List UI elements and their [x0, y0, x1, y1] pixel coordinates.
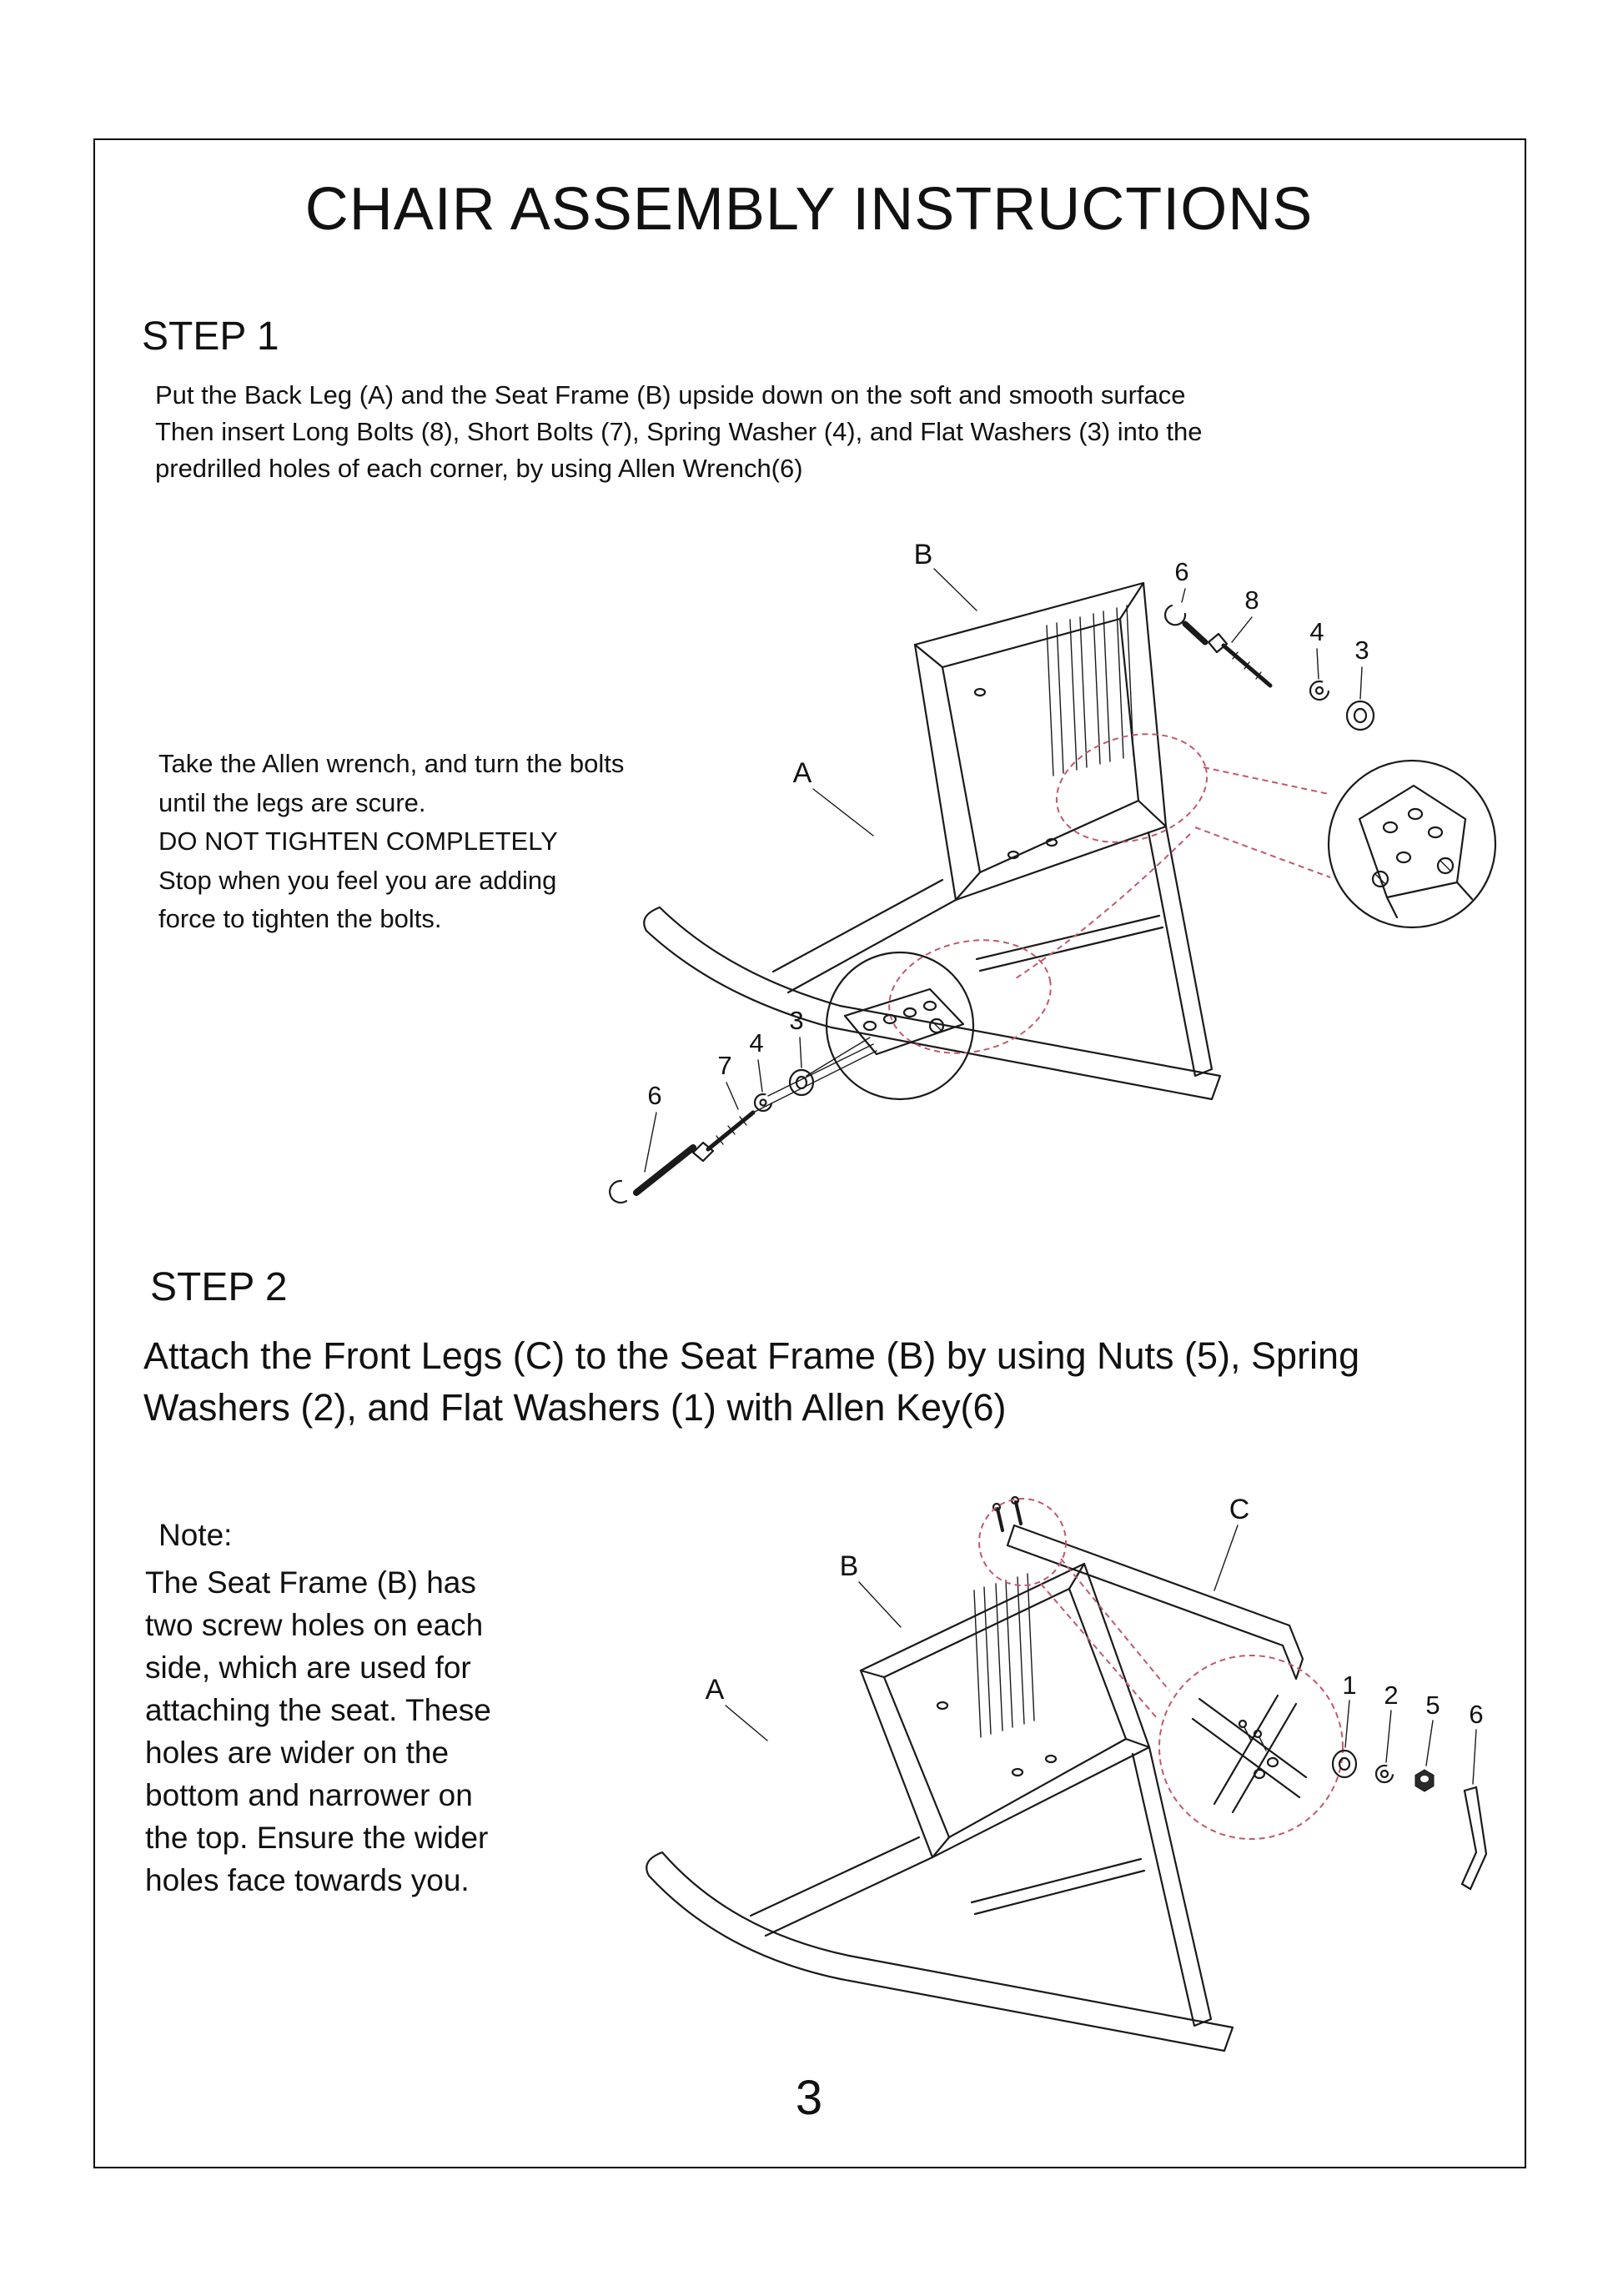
step1-label-spring-washer-bottom-4: 4 — [749, 1028, 763, 1058]
step2-instructions: Attach the Front Legs (C) to the Seat Fr… — [143, 1334, 1360, 1429]
step1-label-long-bolt-8: 8 — [1244, 585, 1259, 615]
allen-wrench-bottom-icon — [609, 1144, 696, 1203]
step1-label-short-bolt-7: 7 — [717, 1051, 731, 1080]
spring-washer-icon — [1374, 1764, 1395, 1784]
flat-washer-top-icon — [1345, 700, 1375, 731]
step2-label-allen-key-6: 6 — [1469, 1700, 1483, 1729]
step2-diagram: C B A 1 2 5 6 — [646, 1494, 1488, 2052]
short-bolt-icon — [691, 1110, 756, 1163]
step1-detail-circle-bottom — [825, 951, 975, 1101]
step1-instructions: Put the Back Leg (A) and the Seat Frame … — [155, 380, 1203, 484]
step1-side-note: Take the Allen wrench, and turn the bolt… — [158, 749, 625, 933]
step2-heading: STEP 2 — [150, 1265, 288, 1309]
step2-label-flat-washer-1: 1 — [1342, 1671, 1356, 1700]
step2-callout-marks — [978, 1498, 1344, 1840]
step1-diagram: B 6 8 4 3 A 3 4 7 6 — [609, 539, 1497, 1203]
page-number: 3 — [795, 2071, 823, 2125]
page-title: CHAIR ASSEMBLY INSTRUCTIONS — [304, 176, 1314, 243]
step2-note-heading: Note: — [158, 1518, 233, 1552]
step2-chair-drawing — [646, 1495, 1304, 2052]
allen-wrench-top-icon — [1163, 604, 1208, 646]
label-leader-lines — [644, 568, 1363, 1173]
page-border — [93, 138, 1526, 2168]
step2-label-nut-5: 5 — [1425, 1691, 1440, 1720]
step2-label-seat-frame-b: B — [840, 1550, 859, 1582]
step2-label-spring-washer-2: 2 — [1384, 1681, 1398, 1710]
spring-washer-top-icon — [1309, 680, 1332, 701]
spring-washer-bottom-icon — [753, 1093, 774, 1113]
nut-icon — [1414, 1769, 1435, 1792]
step2-label-front-leg-c: C — [1229, 1494, 1250, 1525]
step2-detail-content — [1191, 1694, 1308, 1814]
step1-callout-marks — [888, 733, 1331, 1054]
step1-label-flat-washer-bottom-3: 3 — [789, 1006, 803, 1035]
step1-label-wrench-top-6: 6 — [1174, 557, 1188, 586]
step1-detail-circle-right — [1327, 759, 1497, 929]
step1-heading: STEP 1 — [142, 314, 279, 359]
step1-label-wrench-bottom-6: 6 — [647, 1081, 661, 1110]
step1-label-flat-washer-3: 3 — [1354, 636, 1369, 665]
allen-key-icon — [1460, 1786, 1488, 1891]
hardware-leader-lines — [752, 1037, 877, 1113]
step1-label-spring-washer-4: 4 — [1309, 617, 1324, 646]
step1-chair-drawing — [643, 581, 1222, 1101]
flat-washer-icon — [1331, 1749, 1358, 1779]
step2-label-back-leg-a: A — [706, 1674, 725, 1706]
label-leader-lines — [725, 1525, 1477, 1785]
step1-label-seat-frame-b: B — [914, 539, 933, 570]
long-bolt-icon — [1207, 632, 1273, 688]
step1-label-back-leg-a: A — [793, 757, 812, 789]
step2-note-body: The Seat Frame (B) has two screw holes o… — [145, 1565, 491, 1898]
